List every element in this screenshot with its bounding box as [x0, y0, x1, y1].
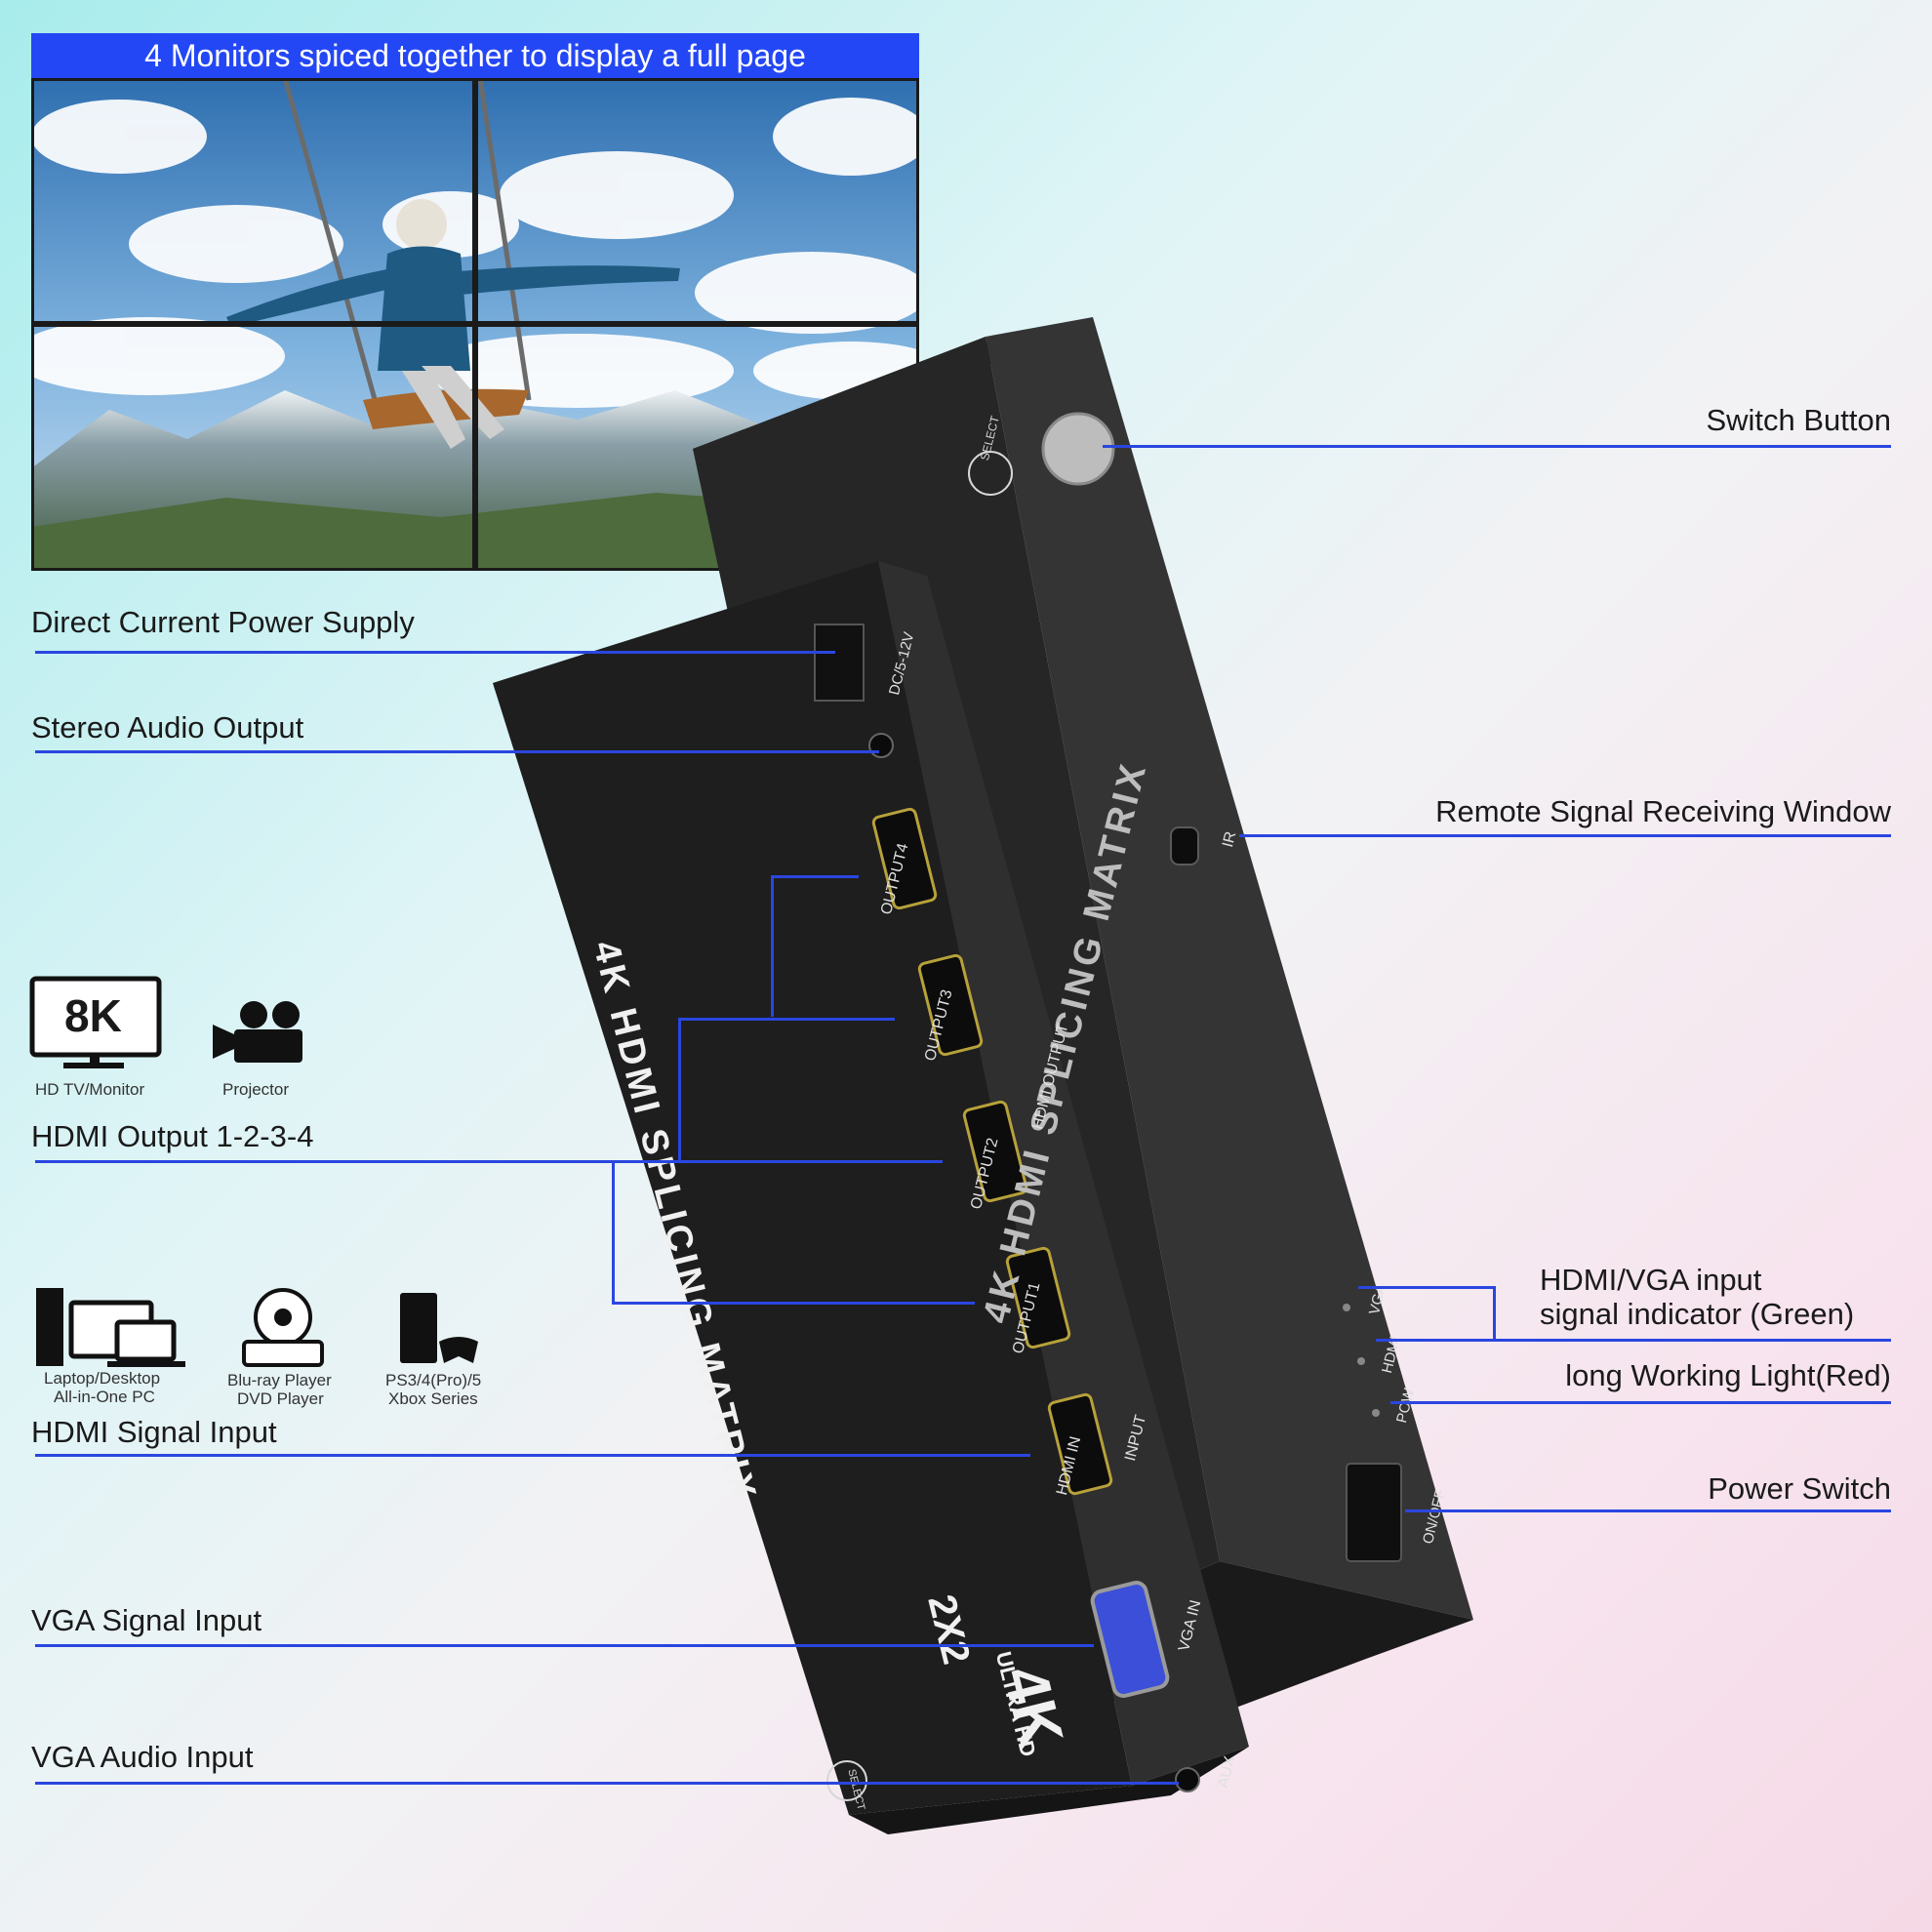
projector-icon	[213, 1001, 302, 1063]
hdmi-output1-port	[1005, 1246, 1071, 1349]
callout-switch-button: Switch Button	[1706, 403, 1891, 437]
tv-monitor-icon	[29, 976, 162, 1068]
console-caption-1: PS3/4(Pro)/5	[385, 1371, 482, 1389]
select-ring-back	[968, 451, 1013, 496]
leader-hdmi-output-stub3	[678, 1018, 895, 1021]
callout-remote-window: Remote Signal Receiving Window	[1435, 794, 1891, 828]
leader-hdmi-output-branch1	[612, 1161, 615, 1304]
callout-vga-input: VGA Signal Input	[31, 1603, 262, 1637]
leader-vga-input	[35, 1644, 1094, 1647]
leader-remote-window	[1239, 834, 1891, 837]
leader-vga-audio	[35, 1782, 1179, 1785]
callout-stereo-audio: Stereo Audio Output	[31, 710, 304, 745]
leader-indicator-hdmi	[1376, 1339, 1891, 1342]
hdmi-led	[1357, 1357, 1365, 1365]
video-wall	[31, 78, 919, 571]
pc-caption-1: Laptop/Desktop	[44, 1369, 161, 1388]
leader-indicator-vga	[1358, 1286, 1495, 1289]
leader-hdmi-output-stub1	[612, 1302, 975, 1305]
callout-working-light: long Working Light(Red)	[1565, 1358, 1891, 1392]
callout-indicator-line2: signal indicator (Green)	[1540, 1297, 1855, 1331]
video-wall-image	[31, 78, 919, 571]
leader-switch-button	[1103, 445, 1891, 448]
tv-badge-8k: 8K	[64, 990, 122, 1041]
pc-caption-2: All-in-One PC	[54, 1388, 155, 1406]
projector-caption: Projector	[222, 1080, 290, 1099]
bluray-player-icon	[242, 1288, 324, 1367]
leader-power-switch	[1405, 1509, 1891, 1512]
game-console-icon	[400, 1293, 478, 1363]
video-wall-banner: 4 Monitors spiced together to display a …	[31, 33, 919, 78]
callout-vga-audio: VGA Audio Input	[31, 1740, 254, 1774]
bluray-caption-2: DVD Player	[237, 1389, 324, 1408]
ir-window	[1170, 826, 1199, 865]
callout-power-switch: Power Switch	[1708, 1471, 1891, 1506]
leader-dc-power	[35, 651, 835, 654]
hdmi-output2-port	[962, 1100, 1028, 1203]
leader-stereo-audio	[35, 750, 879, 753]
leader-hdmi-output-branch3	[678, 1018, 681, 1162]
vga-in-port	[1090, 1580, 1170, 1699]
pow-led	[1372, 1409, 1380, 1417]
console-caption-2: Xbox Series	[388, 1389, 478, 1408]
dc-jack	[814, 624, 865, 702]
device-front-unit	[493, 561, 1249, 1834]
leader-hdmi-output	[35, 1160, 943, 1163]
callout-hdmi-input: HDMI Signal Input	[31, 1415, 277, 1449]
switch-button-knob[interactable]	[1041, 412, 1115, 486]
callout-indicator-line1: HDMI/VGA input	[1540, 1263, 1762, 1297]
power-rocker-switch[interactable]	[1346, 1463, 1402, 1562]
vga-led	[1343, 1304, 1350, 1311]
callout-dc-power: Direct Current Power Supply	[31, 605, 415, 639]
bluray-caption-1: Blu-ray Player	[227, 1371, 332, 1389]
select-ring-front	[826, 1760, 867, 1801]
tv-caption: HD TV/Monitor	[35, 1080, 145, 1099]
leader-working-light	[1390, 1401, 1891, 1404]
leader-indicator-join	[1493, 1286, 1496, 1341]
aux-jack	[1175, 1767, 1200, 1792]
hdmi-output3-port	[917, 953, 984, 1057]
hdmi-in-port	[1047, 1392, 1113, 1496]
computer-icon	[36, 1288, 185, 1367]
stereo-jack	[868, 733, 894, 758]
leader-hdmi-input	[35, 1454, 1030, 1457]
leader-hdmi-output-branch4	[771, 875, 774, 1017]
hdmi-output4-port	[871, 807, 938, 910]
callout-hdmi-output: HDMI Output 1-2-3-4	[31, 1119, 314, 1153]
leader-hdmi-output-stub4	[771, 875, 859, 878]
